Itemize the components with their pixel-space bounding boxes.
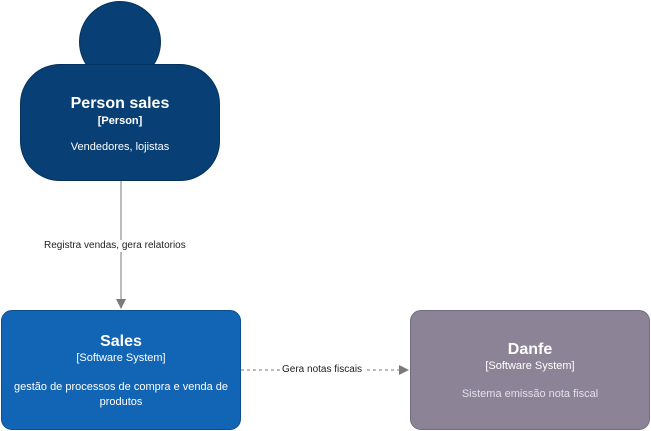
person-description: Vendedores, lojistas [70,141,170,153]
sales-system-node[interactable]: Sales [Software System] gestão de proces… [1,310,241,430]
danfe-system-node[interactable]: Danfe [Software System] Sistema emissão … [410,310,650,430]
danfe-name: Danfe [507,341,553,358]
danfe-description: Sistema emissão nota fiscal [461,388,599,400]
person-stereotype: [Person] [97,115,143,127]
sales-description: gestão de processos de compra e venda de… [13,381,229,408]
person-sales-node[interactable]: Person sales [Person] Vendedores, lojist… [20,64,220,181]
person-name: Person sales [70,95,170,112]
edge-label-sales-to-danfe: Gera notas fiscais [280,364,365,376]
edge-label-person-to-sales: Registra vendas, gera relatorios [42,240,188,252]
sales-name: Sales [100,333,142,350]
danfe-stereotype: [Software System] [485,360,575,372]
sales-stereotype: [Software System] [76,352,166,364]
